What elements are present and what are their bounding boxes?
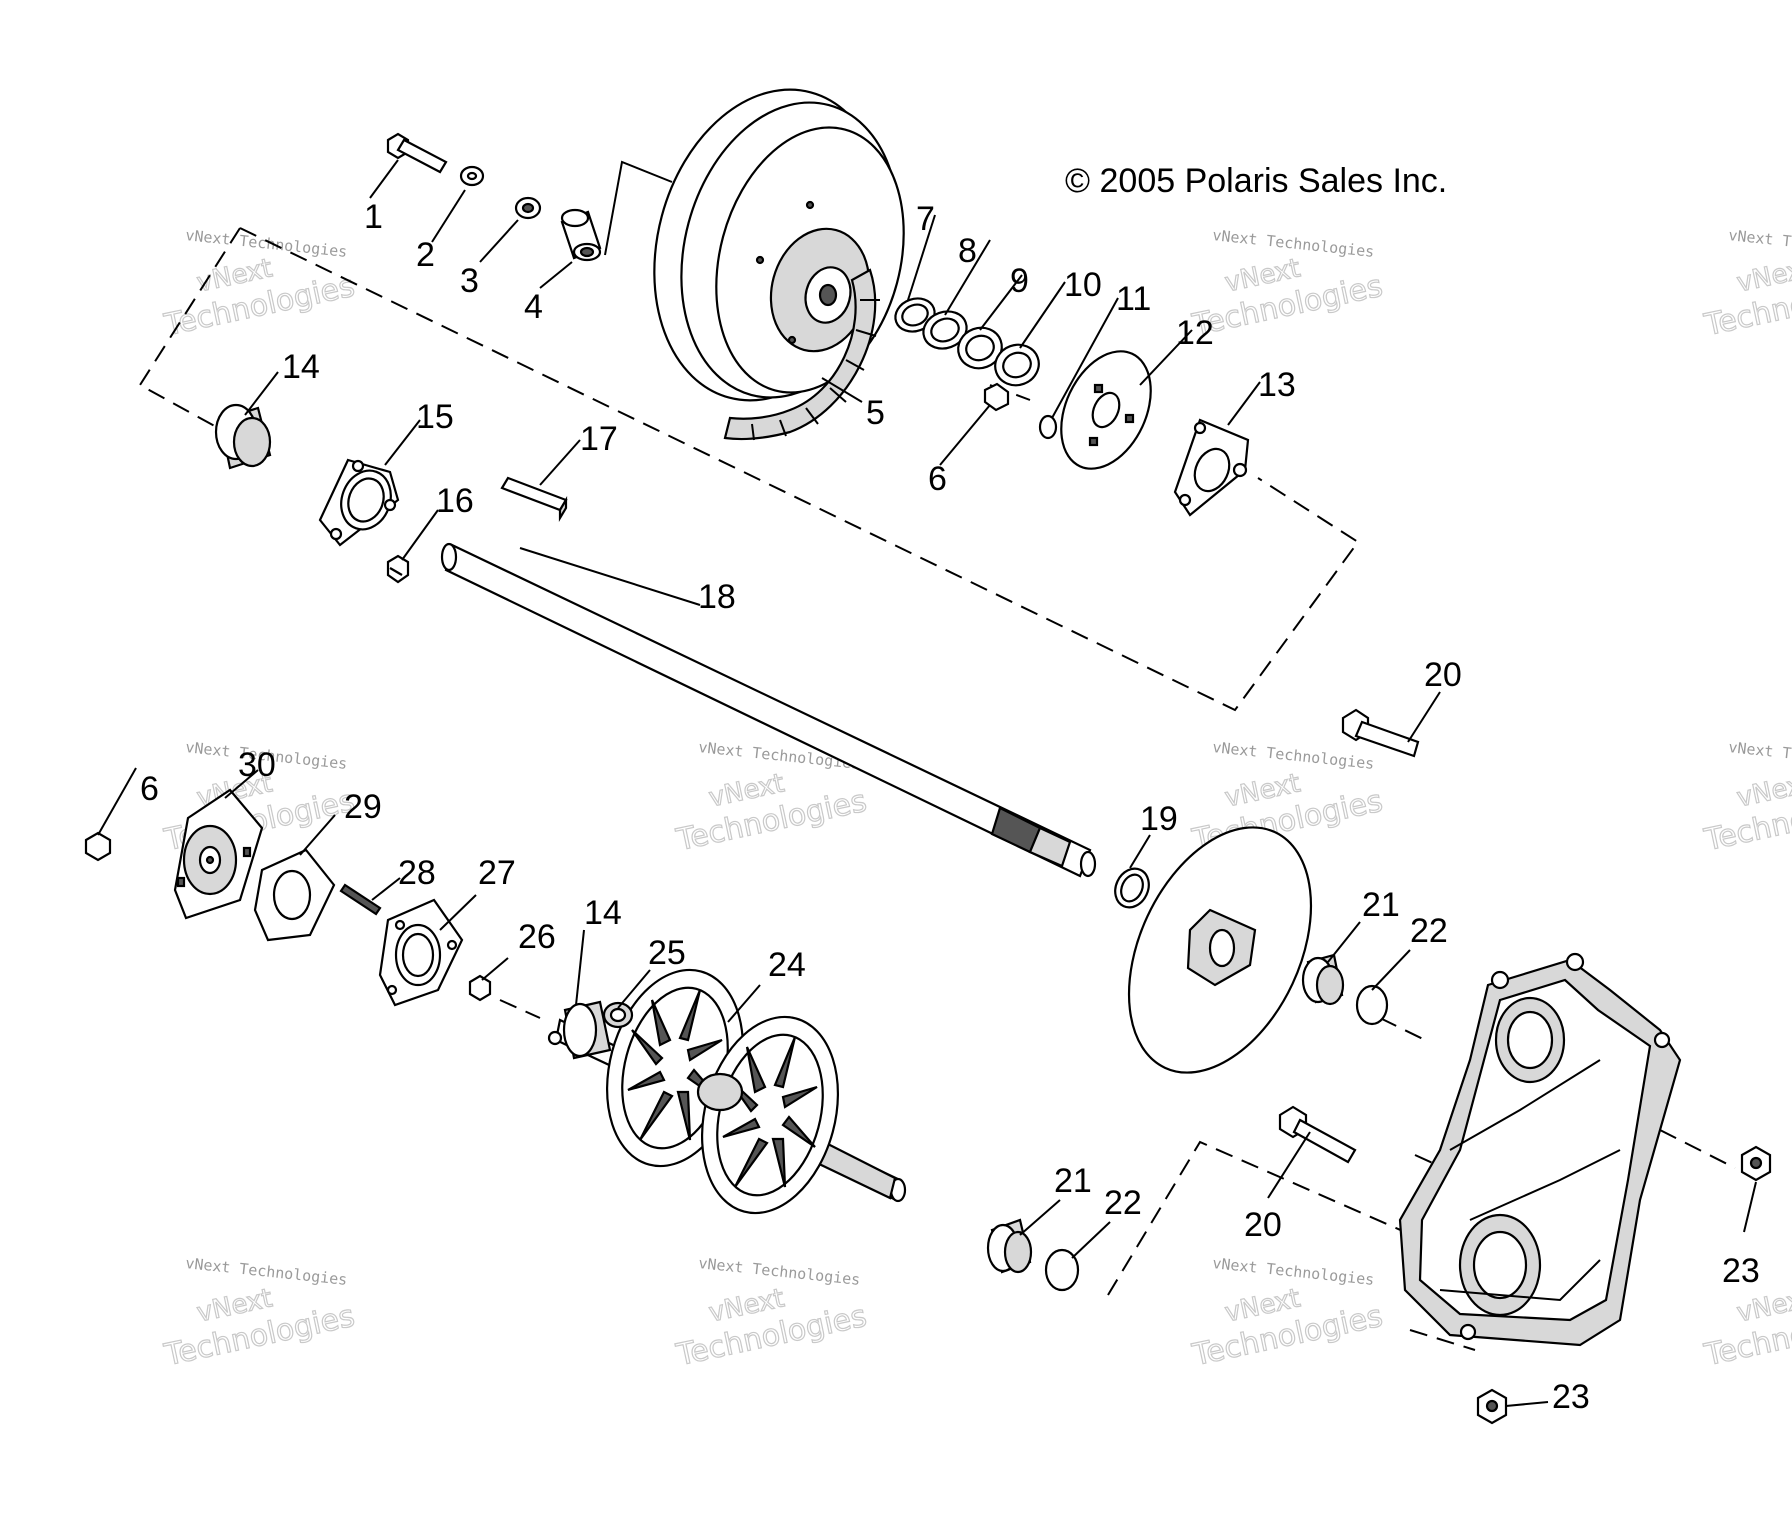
part-seal-22-lower [1044, 1248, 1080, 1292]
part-sprocket-5 [653, 88, 905, 441]
svg-text:vNext Technologies: vNext Technologies [1728, 738, 1792, 773]
label-24: 24 [768, 946, 806, 984]
leader-lines [97, 159, 1757, 1407]
part-bearing-14-lower [547, 1000, 612, 1060]
label-21-lower: 21 [1054, 1162, 1092, 1200]
label-28: 28 [398, 854, 436, 892]
assembly-line-left [138, 227, 241, 441]
label-23-bottom: 23 [1552, 1378, 1590, 1416]
copyright-text: © 2005 Polaris Sales Inc. [1065, 162, 1447, 200]
label-14: 14 [282, 348, 320, 386]
label-8: 8 [958, 232, 977, 270]
part-gasket-29 [253, 848, 336, 942]
part-bearing-cup-30 [173, 788, 264, 920]
part-ring-8 [922, 310, 968, 350]
part-bolt-20-lower [1278, 1105, 1357, 1164]
label-3: 3 [460, 262, 479, 300]
svg-text:vNext Technologies: vNext Technologies [1728, 226, 1792, 261]
part-drive-sprockets-24 [554, 968, 907, 1215]
part-nut-6-lower [84, 831, 112, 862]
part-key-17 [500, 476, 568, 522]
part-shaft-18 [440, 542, 1097, 878]
label-22: 22 [1410, 912, 1448, 950]
label-26: 26 [518, 918, 556, 956]
assembly-line-bolt [499, 999, 541, 1019]
watermark: vNext Technologies [1700, 253, 1792, 344]
part-flange-27 [378, 898, 464, 1007]
part-spacer-25 [602, 1001, 634, 1029]
label-25: 25 [648, 934, 686, 972]
watermark: vNext Technologies [1700, 768, 1792, 859]
label-1: 1 [364, 198, 383, 236]
label-15: 15 [416, 398, 454, 436]
label-21: 21 [1362, 886, 1400, 924]
label-20: 20 [1424, 656, 1462, 694]
label-4: 4 [524, 288, 543, 326]
label-13: 13 [1258, 366, 1296, 404]
part-chaincase-housing [1398, 952, 1682, 1347]
label-11: 11 [1116, 280, 1151, 318]
part-bearing-21-lower [986, 1218, 1033, 1274]
svg-text:vNext Technologies: vNext Technologies [1212, 738, 1376, 773]
part-seal-22-upper [1355, 984, 1389, 1026]
label-23-right: 23 [1722, 1252, 1760, 1290]
label-18: 18 [698, 578, 736, 616]
chain [723, 268, 877, 441]
label-2: 2 [416, 236, 435, 274]
part-bearing-21-upper [1301, 953, 1345, 1006]
part-rotor-disc [1127, 826, 1313, 1074]
part-ring-7 [894, 297, 936, 333]
label-22-lower: 22 [1104, 1184, 1142, 1222]
label-20-lower: 20 [1244, 1206, 1282, 1244]
part-bolt-16 [386, 554, 410, 584]
label-30: 30 [238, 746, 276, 784]
label-16: 16 [436, 482, 474, 520]
label-17: 17 [580, 420, 618, 458]
label-12: 12 [1176, 314, 1214, 352]
part-ring-9 [957, 326, 1003, 370]
part-washer-11 [1038, 414, 1058, 440]
assembly-line-seal [1379, 1017, 1426, 1041]
zigzag-indicator [604, 160, 673, 256]
label-14-lower: 14 [584, 894, 622, 932]
part-bearing-14 [214, 403, 272, 470]
assembly-line-lower [1107, 1140, 1406, 1296]
part-bolt-20-upper [1341, 708, 1420, 758]
part-plate-12 [1060, 350, 1152, 470]
part-ring-10 [994, 343, 1040, 387]
part-nut-6 [983, 382, 1010, 412]
label-7: 7 [916, 200, 935, 238]
part-ring-19 [1114, 867, 1150, 909]
part-flange-15 [318, 458, 400, 547]
assembly-line-nut [1659, 1129, 1736, 1169]
label-6: 6 [928, 460, 947, 498]
part-flange-13 [1173, 418, 1250, 517]
part-spacer-4 [560, 208, 602, 262]
label-6-lower: 6 [140, 770, 159, 808]
part-bolt-26 [468, 974, 492, 1002]
assembly-line-case [1409, 1329, 1476, 1351]
part-pin-28 [339, 883, 382, 916]
label-9: 9 [1010, 262, 1029, 300]
label-5: 5 [866, 394, 885, 432]
part-labels: 1 2 3 4 5 6 7 8 9 10 11 12 13 14 15 16 1… [140, 198, 1760, 1416]
label-19: 19 [1140, 800, 1178, 838]
part-nut-23-bottom [1476, 1388, 1508, 1425]
part-nut-23-right [1740, 1145, 1772, 1182]
assembly-line-main [239, 227, 1360, 712]
part-bolt-1 [386, 132, 448, 174]
label-29: 29 [344, 788, 382, 826]
label-10: 10 [1064, 266, 1102, 304]
label-27: 27 [478, 854, 516, 892]
